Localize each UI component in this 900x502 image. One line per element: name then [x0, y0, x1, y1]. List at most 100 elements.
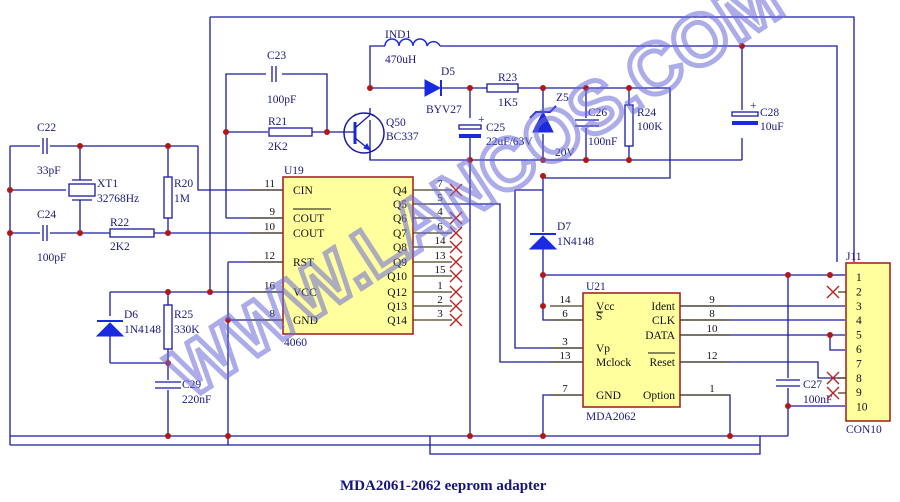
pin-number: 7 — [437, 178, 443, 190]
svg-text:D7: D7 — [557, 221, 571, 233]
pin-number: 10 — [264, 221, 276, 233]
svg-text:32768Hz: 32768Hz — [97, 193, 139, 205]
pin-number: 5 — [856, 330, 862, 342]
pin-number: 6 — [856, 344, 862, 356]
svg-text:22uF/63V: 22uF/63V — [486, 136, 533, 148]
resistor-r24: R24 100K — [624, 104, 663, 147]
u19-pin-q7-6: 6Q7 — [393, 221, 463, 240]
pin-number: 8 — [270, 308, 276, 320]
pin-name: Q4 — [393, 185, 407, 197]
pin-name: VCC — [293, 287, 317, 299]
pin-number: 1 — [856, 272, 862, 284]
pin-name: Q14 — [387, 315, 407, 327]
no-connect-mark — [449, 255, 463, 269]
svg-text:R24: R24 — [637, 107, 656, 119]
capacitor-c27: C27 100nF — [776, 379, 832, 406]
pin-number: 7 — [562, 383, 568, 395]
pin-name: Q6 — [393, 213, 407, 225]
pin-name: GND — [293, 315, 318, 327]
ic-u19-4060: U19 4060 11CIN9COUT10COUT12RST16VCC8GND … — [250, 165, 463, 349]
pin-number: 13 — [560, 350, 572, 362]
capacitor-c26: C26 100nF — [575, 107, 617, 148]
j11-pin-9: 9 — [856, 387, 862, 399]
capacitor-c23: C23 100pF — [267, 50, 296, 106]
svg-text:100pF: 100pF — [37, 252, 66, 264]
pin-name: Ident — [651, 301, 675, 313]
u21-pin-vp-3: 3Vp — [550, 336, 610, 355]
resistor-r22: R22 2K2 — [109, 217, 155, 253]
no-connect-mark — [449, 285, 463, 299]
capacitor-c25: + C25 22uF/63V — [458, 114, 533, 148]
diode-d5: D5 BYV27 — [424, 66, 462, 116]
svg-text:C29: C29 — [182, 379, 201, 391]
svg-text:330K: 330K — [174, 324, 200, 336]
j11-pin-2: 2 — [856, 286, 862, 298]
pin-number: 10 — [707, 323, 719, 335]
pin-name: CIN — [293, 185, 314, 197]
pin-number: 12 — [707, 350, 718, 362]
svg-text:D5: D5 — [441, 66, 455, 78]
no-connect-mark — [449, 240, 463, 254]
capacitor-c28: + C28 10uF — [731, 100, 784, 133]
pin-number: 15 — [435, 264, 447, 276]
svg-text:100nF: 100nF — [803, 394, 832, 406]
j11-pin-7: 7 — [856, 358, 862, 370]
zener-z5: Z5 20V — [529, 92, 576, 159]
svg-text:R21: R21 — [268, 116, 287, 128]
u19-pin-q6-4: 4Q6 — [393, 206, 463, 225]
svg-text:U21: U21 — [586, 281, 606, 293]
pin-number: 13 — [435, 250, 447, 262]
svg-text:C27: C27 — [803, 379, 822, 391]
pin-number: 11 — [264, 178, 275, 190]
pin-number: 16 — [264, 280, 276, 292]
svg-text:1M: 1M — [174, 193, 190, 205]
svg-text:C22: C22 — [37, 122, 56, 134]
svg-text:10uF: 10uF — [760, 121, 784, 133]
svg-text:1N4148: 1N4148 — [557, 236, 594, 248]
pin-name: Q10 — [387, 271, 407, 283]
svg-text:C26: C26 — [588, 107, 607, 119]
pin-number: 6 — [437, 221, 443, 233]
svg-text:100K: 100K — [637, 121, 663, 133]
no-connect-mark — [449, 183, 463, 197]
svg-text:CON10: CON10 — [846, 424, 882, 436]
svg-text:C23: C23 — [267, 50, 286, 62]
pin-number: 9 — [709, 294, 715, 306]
svg-text:R23: R23 — [498, 72, 517, 84]
svg-text:100pF: 100pF — [267, 94, 296, 106]
watermark: WWW.LANCOS.COM — [155, 0, 796, 413]
capacitor-c24: C24 100pF — [37, 209, 66, 264]
pin-name: RST — [293, 257, 314, 269]
svg-text:BYV27: BYV27 — [426, 104, 462, 116]
j11-pin-4: 4 — [856, 315, 862, 327]
pin-number: 1 — [437, 280, 443, 292]
no-connect-mark — [449, 299, 463, 313]
pin-name: COUT — [293, 228, 324, 240]
pin-name: Vp — [596, 343, 610, 355]
svg-text:1N4148: 1N4148 — [124, 324, 161, 336]
capacitor-c22: C22 33pF — [37, 122, 61, 177]
pin-name: Vcc — [596, 301, 615, 313]
svg-text:2K2: 2K2 — [110, 241, 130, 253]
svg-text:C25: C25 — [486, 122, 505, 134]
resistor-r21: R21 2K2 — [268, 116, 313, 153]
svg-text:IND1: IND1 — [385, 29, 411, 41]
j11-pin-3: 3 — [856, 301, 862, 313]
svg-text:4060: 4060 — [284, 337, 307, 349]
diode-d7: D7 1N4148 — [528, 221, 594, 250]
pin-name: Option — [643, 390, 675, 402]
